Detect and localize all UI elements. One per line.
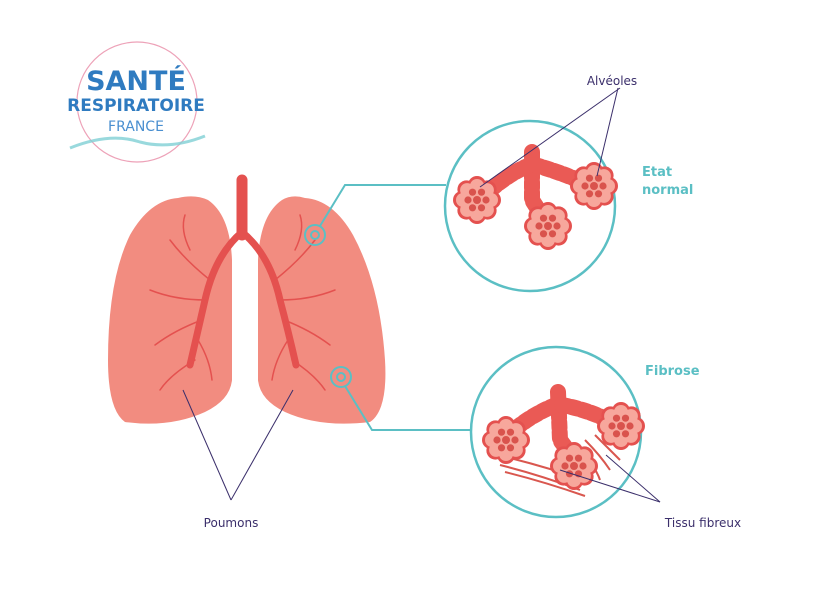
lungs-illustration [108,174,386,424]
alveoli-cluster [482,416,530,464]
label-alveoles: Alvéoles [587,74,637,88]
alveoli-cluster [453,176,501,224]
label-tissu-fibreux: Tissu fibreux [664,516,741,530]
label-normal: normal [642,183,693,198]
alveoli-cluster [550,442,598,490]
alveoli-cluster [597,402,645,450]
label-lines [182,87,661,503]
sante-respiratoire-logo: SANTÉ RESPIRATOIRE FRANCE [67,41,206,163]
logo-text-sante: SANTÉ [86,65,186,97]
bronchi [149,174,336,391]
label-fibrose: Fibrose [645,364,700,379]
connector-fibrose [344,385,471,431]
label-poumons: Poumons [204,516,259,530]
logo-text-respiratoire: RESPIRATOIRE [67,96,205,116]
label-etat: Etat [642,165,672,180]
target-marker-normal [304,224,326,246]
alveoli-cluster [524,202,572,250]
target-marker-fibrose [330,366,352,388]
left-lung [108,196,232,424]
logo-text-france: FRANCE [108,119,164,135]
right-lung [258,196,386,424]
alveoli-cluster [570,162,618,210]
connector-normal [319,184,446,227]
